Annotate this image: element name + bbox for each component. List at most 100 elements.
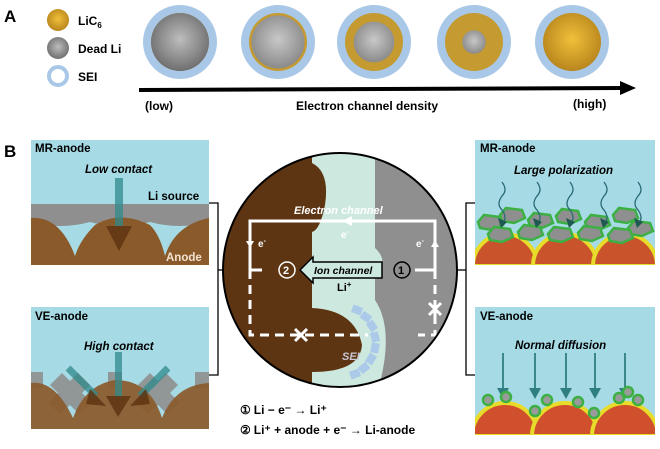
sei-label: SEI [342, 351, 361, 363]
particle [535, 5, 609, 79]
mr-anode-left-panel [31, 140, 209, 265]
mr-right-title: MR-anode [480, 143, 536, 155]
dead-li-flake [546, 225, 575, 244]
mr-left-title: MR-anode [35, 143, 91, 155]
dead-li-flake [611, 206, 640, 225]
legend-label-dead-li: Dead Li [78, 42, 121, 56]
step-2-number: 2 [283, 265, 289, 277]
ion-channel-arrow [298, 255, 383, 285]
high-contact-label: High contact [84, 341, 155, 353]
anode-region [223, 153, 362, 387]
dead-li-flake [486, 225, 515, 244]
wave-arrowhead [498, 218, 507, 228]
li-nuclei [481, 385, 645, 420]
dead-li-flake [606, 226, 635, 245]
blocked-path-right [418, 270, 437, 337]
ve-anode-left-panel [31, 307, 209, 429]
wave-arrowhead [600, 218, 609, 228]
particle-series [143, 5, 609, 79]
li-nucleus [481, 393, 495, 407]
low-contact-arrow-shaft [115, 178, 123, 226]
polarization-wave [566, 181, 574, 225]
center-mechanism: Electron channel e- e- e- 2 1 Ion channe… [222, 152, 458, 388]
dead-li-flakes [476, 206, 655, 245]
diffusion-arrowhead [560, 388, 572, 399]
e-minus-top: e [341, 230, 347, 241]
particle [241, 5, 315, 79]
particle [337, 5, 411, 79]
ve-right-title: VE-anode [480, 311, 533, 323]
ve-left-title: VE-anode [35, 311, 88, 323]
ion-channel-label: Ion channel [314, 265, 373, 277]
lic6-layer [543, 13, 601, 71]
dead-li-swatch [47, 37, 69, 59]
density-axis-arrowhead [620, 81, 636, 95]
density-axis-arrow [138, 86, 623, 92]
center-circle-border [222, 152, 458, 388]
dead-li-core [151, 13, 209, 71]
step-2-marker [278, 261, 296, 279]
svg-text:Li+: Li+ [337, 280, 352, 294]
legend-label-sei: SEI [78, 70, 97, 84]
polarization-wave [498, 181, 506, 225]
sei-blocks [348, 304, 381, 380]
electron-channel-path [248, 219, 437, 272]
low-contact-label: Low contact [85, 164, 153, 176]
svg-text:e-: e- [341, 229, 350, 241]
connector-lines [209, 202, 475, 376]
e-minus-left: e [258, 239, 264, 250]
axis-title: Electron channel density [296, 99, 438, 113]
e-minus-right: e [416, 239, 422, 250]
svg-text:e-: e- [416, 238, 425, 250]
polarization-waves [498, 181, 643, 228]
li-nucleus [631, 393, 645, 407]
polarization-wave [600, 181, 608, 225]
li-nucleus [540, 393, 554, 407]
li-nucleus [571, 395, 585, 409]
diffusion-arrowhead [529, 388, 541, 399]
li-nucleus [499, 390, 513, 404]
legend-item-sei: SEI [47, 65, 97, 87]
dead-li-core [353, 21, 395, 63]
polarization-wave [634, 181, 642, 225]
polarization-wave [533, 181, 541, 225]
panel-b-label: B [4, 142, 16, 161]
legend-label-lic6: LiC [78, 14, 98, 28]
dead-li-flake [576, 224, 605, 243]
svg-text:LiC6: LiC6 [78, 14, 102, 30]
lic6-swatch [47, 9, 69, 31]
panel-a-label: A [4, 7, 16, 26]
diffusion-arrowhead [589, 388, 601, 399]
legend: LiC6 Dead Li SEI [47, 9, 121, 87]
ve-anode-right-panel [475, 307, 655, 435]
dead-li-core [462, 30, 486, 54]
li-nucleus [621, 385, 635, 399]
wave-arrowhead [566, 218, 575, 228]
particle [143, 5, 217, 79]
step-1-marker [393, 261, 411, 279]
axis-low-label: (low) [145, 99, 173, 113]
li-source-label: Li source [148, 191, 199, 203]
wave-arrowhead [533, 218, 542, 228]
blocked-path-left [248, 270, 368, 337]
li-nucleus [587, 406, 601, 420]
svg-text:e-: e- [258, 238, 267, 250]
legend-item-lic6: LiC6 [47, 9, 102, 31]
li-plus-label: Li [337, 282, 347, 294]
normal-diffusion-label: Normal diffusion [515, 340, 606, 352]
anode-label: Anode [166, 252, 202, 264]
blocked-x-icon [293, 301, 443, 343]
particle [437, 5, 511, 79]
dead-li-flake [516, 223, 545, 242]
large-polarization-label: Large polarization [514, 165, 613, 177]
legend-item-dead-li: Dead Li [47, 37, 121, 59]
wave-arrowhead [634, 218, 643, 228]
li-nucleus [612, 391, 626, 405]
copper-grain [590, 401, 655, 435]
step-1-number: 1 [398, 265, 404, 277]
legend-sub-lic6: 6 [97, 21, 102, 30]
electron-channel-label: Electron channel [294, 205, 384, 217]
